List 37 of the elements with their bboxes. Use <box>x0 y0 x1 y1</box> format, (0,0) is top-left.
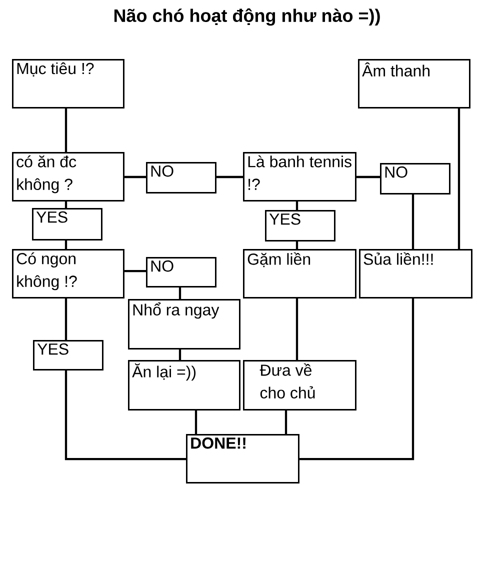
branch-label-box: YES <box>32 208 102 240</box>
branch-label-box: NO <box>146 257 216 288</box>
connector-line <box>412 194 414 249</box>
process-box: Âm thanh <box>358 59 470 108</box>
connector-line <box>64 108 68 152</box>
title: Não chó hoạt động như nào =)) <box>114 8 380 26</box>
connector-line <box>356 176 380 178</box>
connector-line <box>178 287 182 299</box>
connector-line <box>64 370 186 460</box>
connector-line <box>194 410 198 434</box>
process-box: Ăn lại =)) <box>128 360 240 410</box>
question-box: Có ngon không !? <box>12 249 124 298</box>
question-box: có ăn đc không ? <box>12 152 124 202</box>
connector-line <box>458 108 460 249</box>
process-box: Nhổ ra ngay <box>128 299 240 350</box>
connector-line <box>296 241 298 249</box>
branch-label-box: YES <box>265 210 336 242</box>
process-box: Mục tiêu !? <box>12 59 124 108</box>
process-box: Sủa liền!!! <box>359 249 472 298</box>
connector-line <box>124 176 146 178</box>
connector-line <box>178 349 182 360</box>
connector-line <box>64 298 68 340</box>
process-box: Đưa về cho chủ <box>243 360 356 410</box>
connector-line <box>296 298 298 360</box>
process-box: Gặm liền <box>243 249 356 298</box>
branch-label-box: NO <box>380 163 450 194</box>
connector-line <box>64 201 68 208</box>
connector-line <box>64 240 68 249</box>
end-box: DONE!! <box>186 434 300 484</box>
branch-label-box: YES <box>33 340 104 370</box>
connector-line <box>284 410 288 434</box>
connector-line <box>296 201 298 210</box>
connector-line <box>299 298 414 460</box>
question-box: Là banh tennis !? <box>243 152 356 202</box>
connector-line <box>216 176 243 178</box>
branch-label-box: NO <box>146 162 216 194</box>
connector-line <box>124 270 146 272</box>
